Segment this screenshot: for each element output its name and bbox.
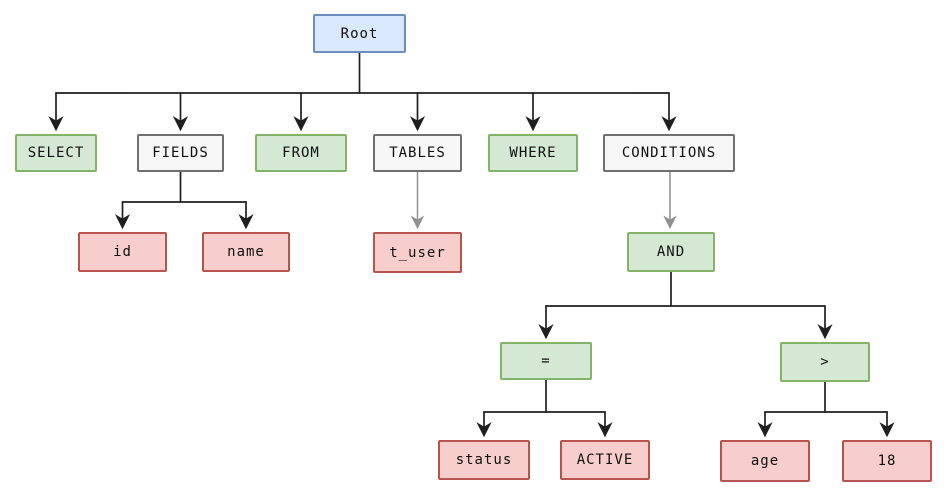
node-tables[interactable]: TABLES	[373, 134, 462, 172]
node-select[interactable]: SELECT	[15, 134, 97, 172]
edge-fields-children	[114, 171, 254, 230]
node-t-user[interactable]: t_user	[373, 232, 462, 273]
node-18[interactable]: 18	[842, 440, 932, 482]
node-and[interactable]: AND	[627, 232, 715, 272]
node-greater-than[interactable]: >	[780, 342, 870, 382]
node-name[interactable]: name	[202, 232, 290, 272]
node-fields[interactable]: FIELDS	[137, 134, 224, 172]
node-id[interactable]: id	[78, 232, 167, 272]
edge-root-children	[48, 52, 677, 132]
node-active[interactable]: ACTIVE	[560, 440, 650, 480]
edge-gt-children	[757, 381, 895, 438]
node-from[interactable]: FROM	[255, 134, 347, 172]
node-equals[interactable]: =	[500, 342, 592, 380]
node-where[interactable]: WHERE	[488, 134, 578, 172]
node-root[interactable]: Root	[313, 14, 406, 53]
node-age[interactable]: age	[720, 440, 810, 482]
edge-eq-children	[476, 379, 613, 438]
node-conditions[interactable]: CONDITIONS	[603, 134, 735, 172]
node-status[interactable]: status	[438, 440, 530, 480]
edge-and-children	[538, 271, 833, 340]
